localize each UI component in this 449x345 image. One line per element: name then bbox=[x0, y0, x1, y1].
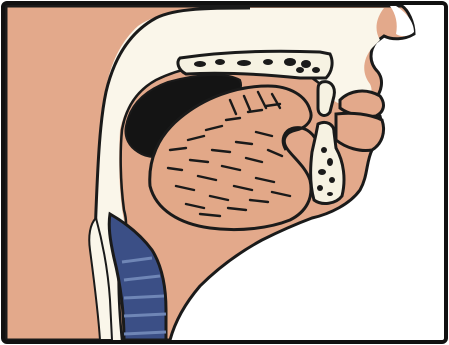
palate-spot bbox=[312, 67, 320, 73]
palate-spot bbox=[301, 60, 311, 68]
trachea-ring bbox=[124, 296, 164, 298]
palate-spot bbox=[296, 67, 304, 73]
jaw-spot bbox=[327, 158, 333, 166]
palate-spot bbox=[215, 59, 225, 65]
jaw-spot bbox=[327, 192, 333, 196]
palate-spot bbox=[284, 58, 296, 66]
jaw-spot bbox=[329, 177, 335, 183]
upper-tooth bbox=[318, 82, 334, 116]
palate-spot bbox=[237, 60, 251, 66]
trachea-ring bbox=[124, 332, 166, 334]
jaw-spot bbox=[321, 147, 327, 153]
palate-spot bbox=[263, 59, 273, 65]
lower-lip bbox=[336, 113, 384, 150]
palate-spot bbox=[194, 61, 206, 67]
jaw-spot bbox=[318, 169, 326, 175]
trachea-ring bbox=[124, 314, 166, 316]
jaw-spot bbox=[317, 185, 323, 191]
